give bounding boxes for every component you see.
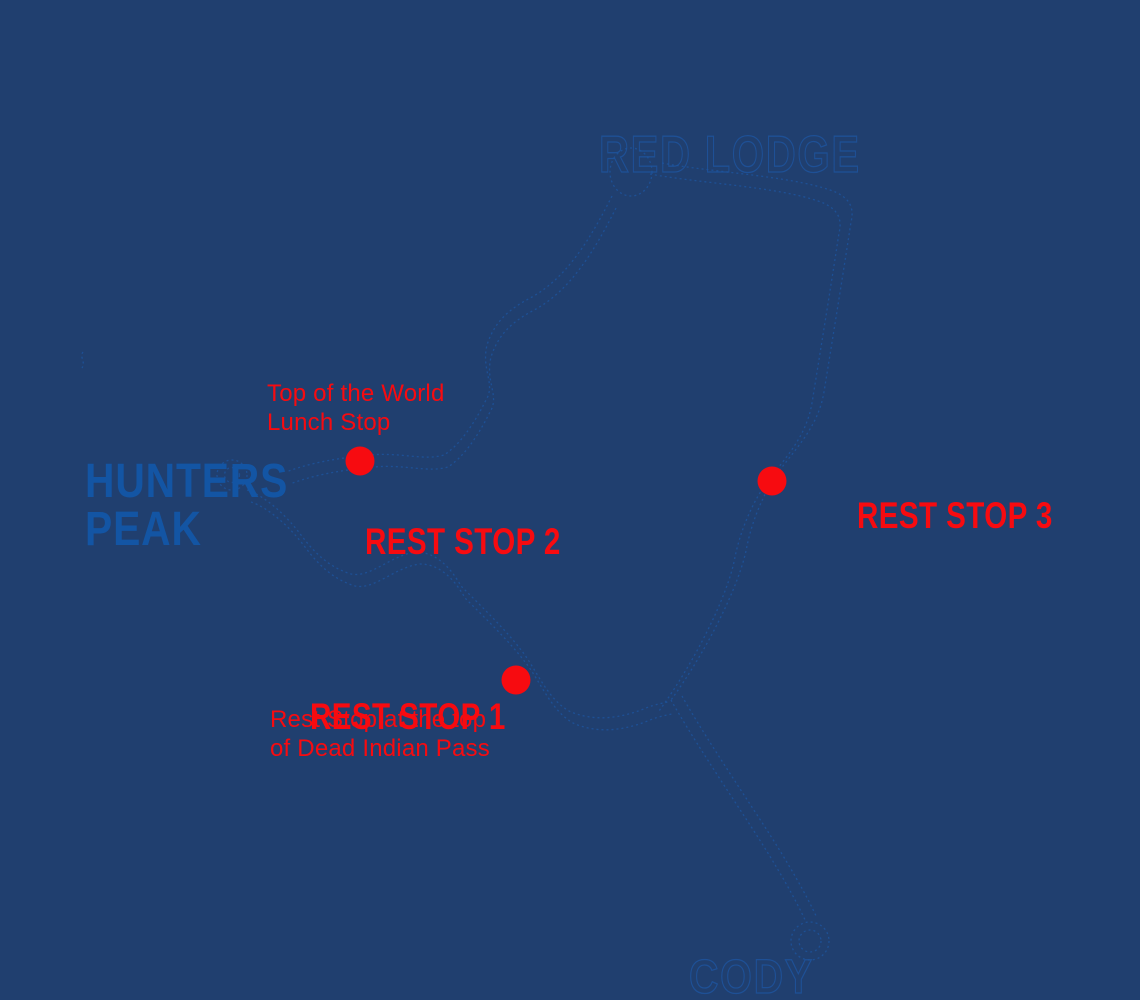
place-label-red-lodge-text: RED LODGE bbox=[598, 126, 861, 184]
rest-stop-dot-2 bbox=[345, 446, 375, 476]
road-trail-fragment bbox=[81, 351, 84, 369]
rest-stop-1-label: REST STOP 1 bbox=[310, 696, 506, 737]
road-loop-cody-loop-inner bbox=[798, 929, 822, 953]
place-label-cody: CODY bbox=[628, 906, 836, 1000]
road-east-route-edge bbox=[649, 173, 841, 712]
road-cody-approach bbox=[670, 699, 807, 923]
place-label-cody-text: CODY bbox=[689, 951, 815, 1000]
road-loop-red-lodge-switchback bbox=[609, 147, 653, 197]
road-loop-hunters-switchback-outer bbox=[216, 459, 248, 491]
road-west-route-edge bbox=[250, 207, 673, 731]
place-label-red-lodge: RED LODGE bbox=[533, 77, 926, 233]
road-loop-cody-loop-outer bbox=[790, 921, 830, 961]
road-west-route bbox=[246, 195, 669, 719]
road-east-route bbox=[661, 162, 853, 701]
rest-stop-3-label: REST STOP 3 bbox=[857, 495, 1053, 536]
rest-stop-2-label: REST STOP 2 bbox=[365, 521, 561, 562]
rest-stop-dot-1 bbox=[501, 665, 531, 695]
rest-stop-dot-3 bbox=[757, 466, 787, 496]
road-cody-approach-edge bbox=[681, 695, 818, 919]
road-loop-hunters-switchback-inner bbox=[223, 466, 241, 484]
